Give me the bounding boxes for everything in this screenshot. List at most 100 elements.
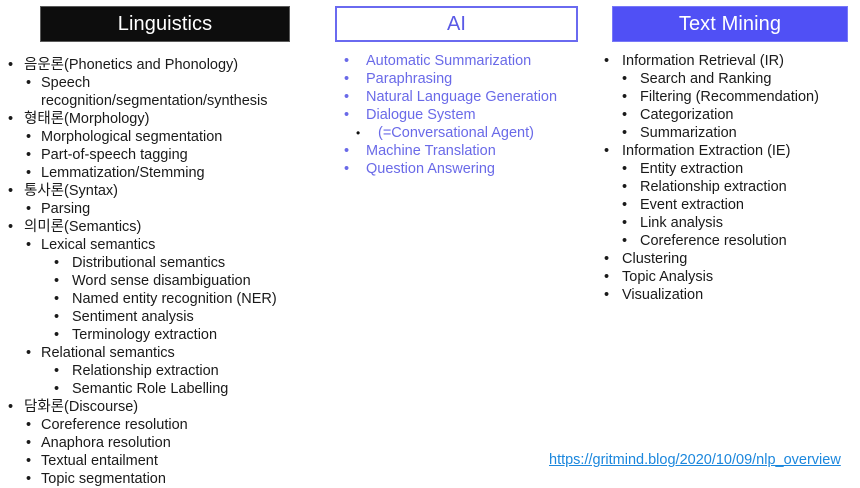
bullet-dot-icon: • <box>26 345 32 361</box>
bullet-dot-icon: • <box>8 399 14 415</box>
bullet-dot-icon: • <box>26 129 32 145</box>
bullet-list-linguistics: •음운론(Phonetics and Phonology)•Speech rec… <box>0 56 330 488</box>
list-item-label: Categorization <box>640 107 734 123</box>
bullet-dot-icon: • <box>604 143 610 159</box>
column-header-text-mining-label: Text Mining <box>678 12 782 35</box>
list-item: • Entity extraction <box>592 160 860 178</box>
bullet-dot-icon: • <box>622 179 628 195</box>
list-item-label: Morphological segmentation <box>41 129 223 145</box>
list-item: •Categorization <box>592 106 860 124</box>
list-item-label: Filtering (Recommendation) <box>640 89 819 105</box>
list-item-label: Distributional semantics <box>72 255 226 271</box>
bullet-dot-icon: • <box>622 215 628 231</box>
bullet-dot-icon: • <box>604 53 610 69</box>
list-item: •Natural Language Generation <box>330 88 592 106</box>
list-item-label: Coreference resolution <box>640 233 787 249</box>
list-item-label: Part-of-speech tagging <box>41 147 188 163</box>
list-item: • Lexical semantics <box>0 236 330 254</box>
bullet-dot-icon: • <box>8 219 14 235</box>
list-item: • Speech recognition/segmentation/synthes… <box>0 74 330 110</box>
list-item: •Search and Ranking <box>592 70 860 88</box>
list-item-label: 의미론(Semantics) <box>24 219 142 235</box>
bullet-dot-icon: • <box>54 363 60 379</box>
bullet-dot-icon: • <box>26 237 32 253</box>
list-item-label: Question Answering <box>366 161 495 177</box>
list-item-label: 담화론(Discourse) <box>24 399 139 415</box>
bullet-list-ai: • Automatic Summarization • Paraphrasing•Na… <box>330 52 592 178</box>
bullet-dot-icon: • <box>344 161 350 177</box>
list-item: • 의미론(Semantics) <box>0 218 330 236</box>
list-item-label: Coreference resolution <box>41 417 188 433</box>
bullet-dot-icon: • <box>622 125 628 141</box>
list-item-label: Speech recognition/segmentation/synthesi… <box>41 75 268 109</box>
source-url-link[interactable]: https://gritmind.blog/2020/10/09/nlp_ove… <box>549 452 841 468</box>
list-item-label: Sentiment analysis <box>72 309 194 325</box>
bullet-dot-icon: • <box>26 453 32 469</box>
list-item-label: Automatic Summarization <box>366 53 532 69</box>
list-item: •Named entity recognition (NER) <box>0 290 330 308</box>
list-item: • Relational semantics <box>0 344 330 362</box>
bullet-dot-icon: • <box>604 287 610 303</box>
list-item-label: Information Extraction (IE) <box>622 143 791 159</box>
bullet-dot-icon: • <box>54 327 60 343</box>
list-item: • Anaphora resolution <box>0 434 330 452</box>
list-item-label: 통사론(Syntax) <box>24 183 119 199</box>
list-item: •음운론(Phonetics and Phonology) <box>0 56 330 74</box>
bullet-dot-icon: • <box>26 147 32 163</box>
bullet-dot-icon: • <box>344 53 350 69</box>
bullet-dot-icon: • <box>54 255 60 271</box>
list-item: • Relationship extraction <box>0 362 330 380</box>
column-header-linguistics-label: Linguistics <box>117 12 213 35</box>
list-item: • Link analysis <box>592 214 860 232</box>
bullet-dot-icon: • <box>622 197 628 213</box>
bullet-dot-icon: • <box>8 111 14 127</box>
list-item: • Terminology extraction <box>0 326 330 344</box>
list-item: •Clustering <box>592 250 860 268</box>
list-item: • Relationship extraction <box>592 178 860 196</box>
list-item-label: Entity extraction <box>640 161 744 177</box>
list-item-label: Clustering <box>622 251 688 267</box>
list-item-label: Named entity recognition (NER) <box>72 291 277 307</box>
list-item-label: Machine Translation <box>366 143 496 159</box>
list-item-label: Terminology extraction <box>72 327 218 343</box>
list-item-label: 음운론(Phonetics and Phonology) <box>24 57 239 73</box>
list-item: • Event extraction <box>592 196 860 214</box>
list-item-label: Anaphora resolution <box>41 435 171 451</box>
column-header-ai: AI <box>335 6 578 42</box>
bullet-dot-icon: • <box>54 381 60 397</box>
column-header-text-mining: Text Mining <box>612 6 848 42</box>
list-item: •형태론(Morphology) <box>0 110 330 128</box>
list-item-label: Link analysis <box>640 215 724 231</box>
column-header-linguistics: Linguistics <box>40 6 290 42</box>
list-item-label: Semantic Role Labelling <box>72 381 229 397</box>
list-item-label: Information Retrieval (IR) <box>622 53 784 69</box>
list-item-label: Lemmatization/Stemming <box>41 165 205 181</box>
bullet-dot-icon: • <box>54 273 60 289</box>
bullet-dot-icon: • <box>26 165 32 181</box>
list-item: •Machine Translation <box>330 142 592 160</box>
list-item: • Information Extraction (IE) <box>592 142 860 160</box>
list-item-label: Relational semantics <box>41 345 175 361</box>
list-item: • Coreference resolution <box>592 232 860 250</box>
list-item: • Question Answering <box>330 160 592 178</box>
list-item: • Morphological segmentation <box>0 128 330 146</box>
list-item-label: Event extraction <box>640 197 744 213</box>
list-item-label: Paraphrasing <box>366 71 453 87</box>
bullet-dot-icon: • <box>622 161 628 177</box>
list-item: •Word sense disambiguation <box>0 272 330 290</box>
bullet-dot-icon: • <box>26 435 32 451</box>
bullet-dot-icon: • <box>26 471 32 487</box>
list-item-label: Lexical semantics <box>41 237 156 253</box>
bullet-list-text-mining: •Information Retrieval (IR)•Search and R… <box>592 52 860 304</box>
slide-canvas: Linguistics • 음운론(Phonetics and Phonology… <box>8 6 860 487</box>
bullet-dot-icon: • <box>8 183 14 199</box>
bullet-dot-icon: • <box>622 233 628 249</box>
list-item: •Topic segmentation <box>0 470 330 488</box>
bullet-dot-icon: • <box>26 75 32 91</box>
list-item-label: Dialogue System <box>366 107 476 123</box>
list-item-label: Relationship extraction <box>640 179 787 195</box>
list-item-label: Search and Ranking <box>640 71 772 87</box>
list-item: •Sentiment analysis <box>0 308 330 326</box>
list-item-label: Natural Language Generation <box>366 89 558 105</box>
list-item-label: Relationship extraction <box>72 363 219 379</box>
